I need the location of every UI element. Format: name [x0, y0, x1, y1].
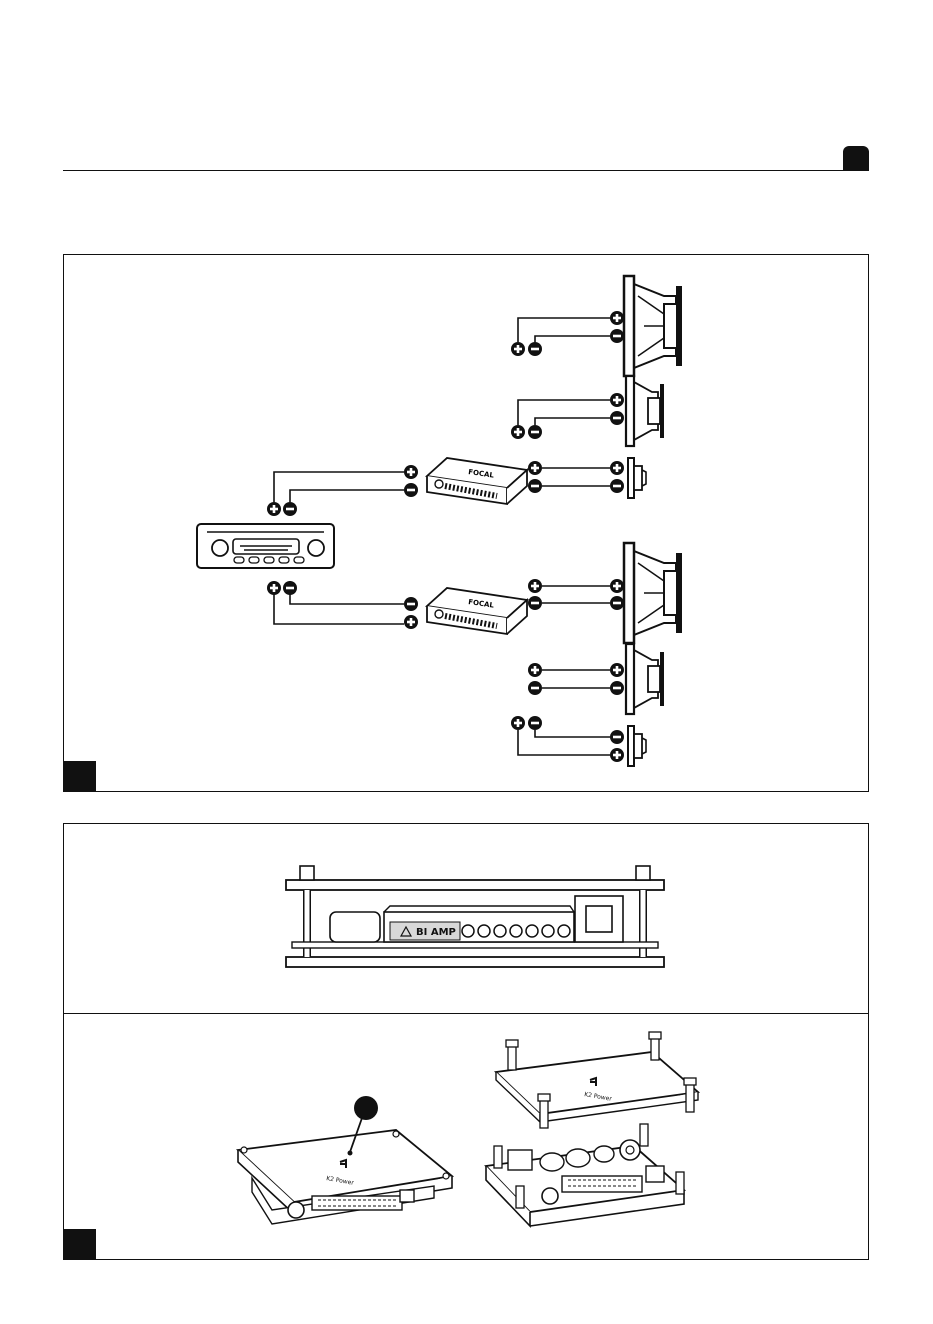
- callout-marker: [354, 1096, 378, 1120]
- bi-amp-side-view: [286, 866, 664, 967]
- exploded-board-base: [486, 1124, 684, 1226]
- assembled-crossover: [238, 1130, 452, 1224]
- head-unit-icon: [197, 524, 334, 568]
- bi-amp-label: BI AMP: [416, 927, 456, 938]
